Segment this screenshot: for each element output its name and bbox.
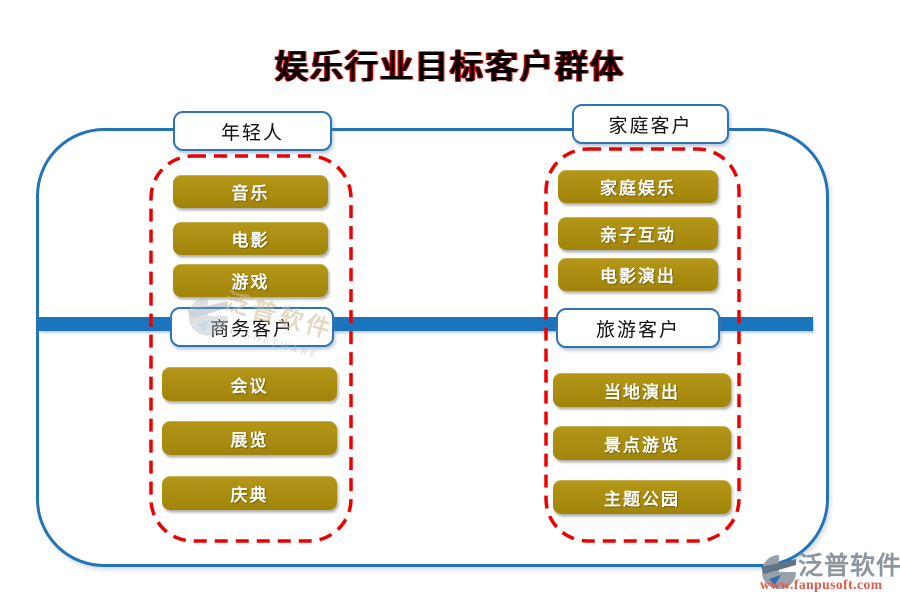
fanpu-brand-text: 泛普软件	[798, 553, 900, 580]
group-label-young: 年轻人	[173, 111, 332, 151]
diagram-title: 娱乐行业目标客户群体	[275, 50, 625, 86]
item-exhibition: 展览	[162, 421, 337, 455]
item-game: 游戏	[173, 264, 328, 297]
group-label-family: 家庭客户	[572, 104, 729, 144]
item-celebration: 庆典	[162, 476, 337, 510]
item-sightseeing: 景点游览	[553, 426, 731, 460]
group-label-travel: 旅游客户	[556, 308, 720, 348]
item-local-show: 当地演出	[553, 373, 731, 407]
item-family-entertainment: 家庭娱乐	[558, 170, 718, 203]
fanpu-logo: 泛普软件 www.fanpusoft.com	[758, 544, 900, 598]
item-meeting: 会议	[162, 367, 337, 401]
item-music: 音乐	[173, 175, 328, 208]
item-movie-show: 电影演出	[558, 258, 718, 291]
outer-rounded-container	[36, 128, 829, 567]
item-movie: 电影	[173, 222, 328, 255]
group-label-business: 商务客户	[170, 307, 334, 347]
item-parent-child: 亲子互动	[558, 217, 718, 250]
fanpu-url-text: www.fanpusoft.com	[760, 577, 883, 592]
fanpu-logo-icon	[761, 555, 796, 589]
item-theme-park: 主题公园	[553, 480, 731, 514]
